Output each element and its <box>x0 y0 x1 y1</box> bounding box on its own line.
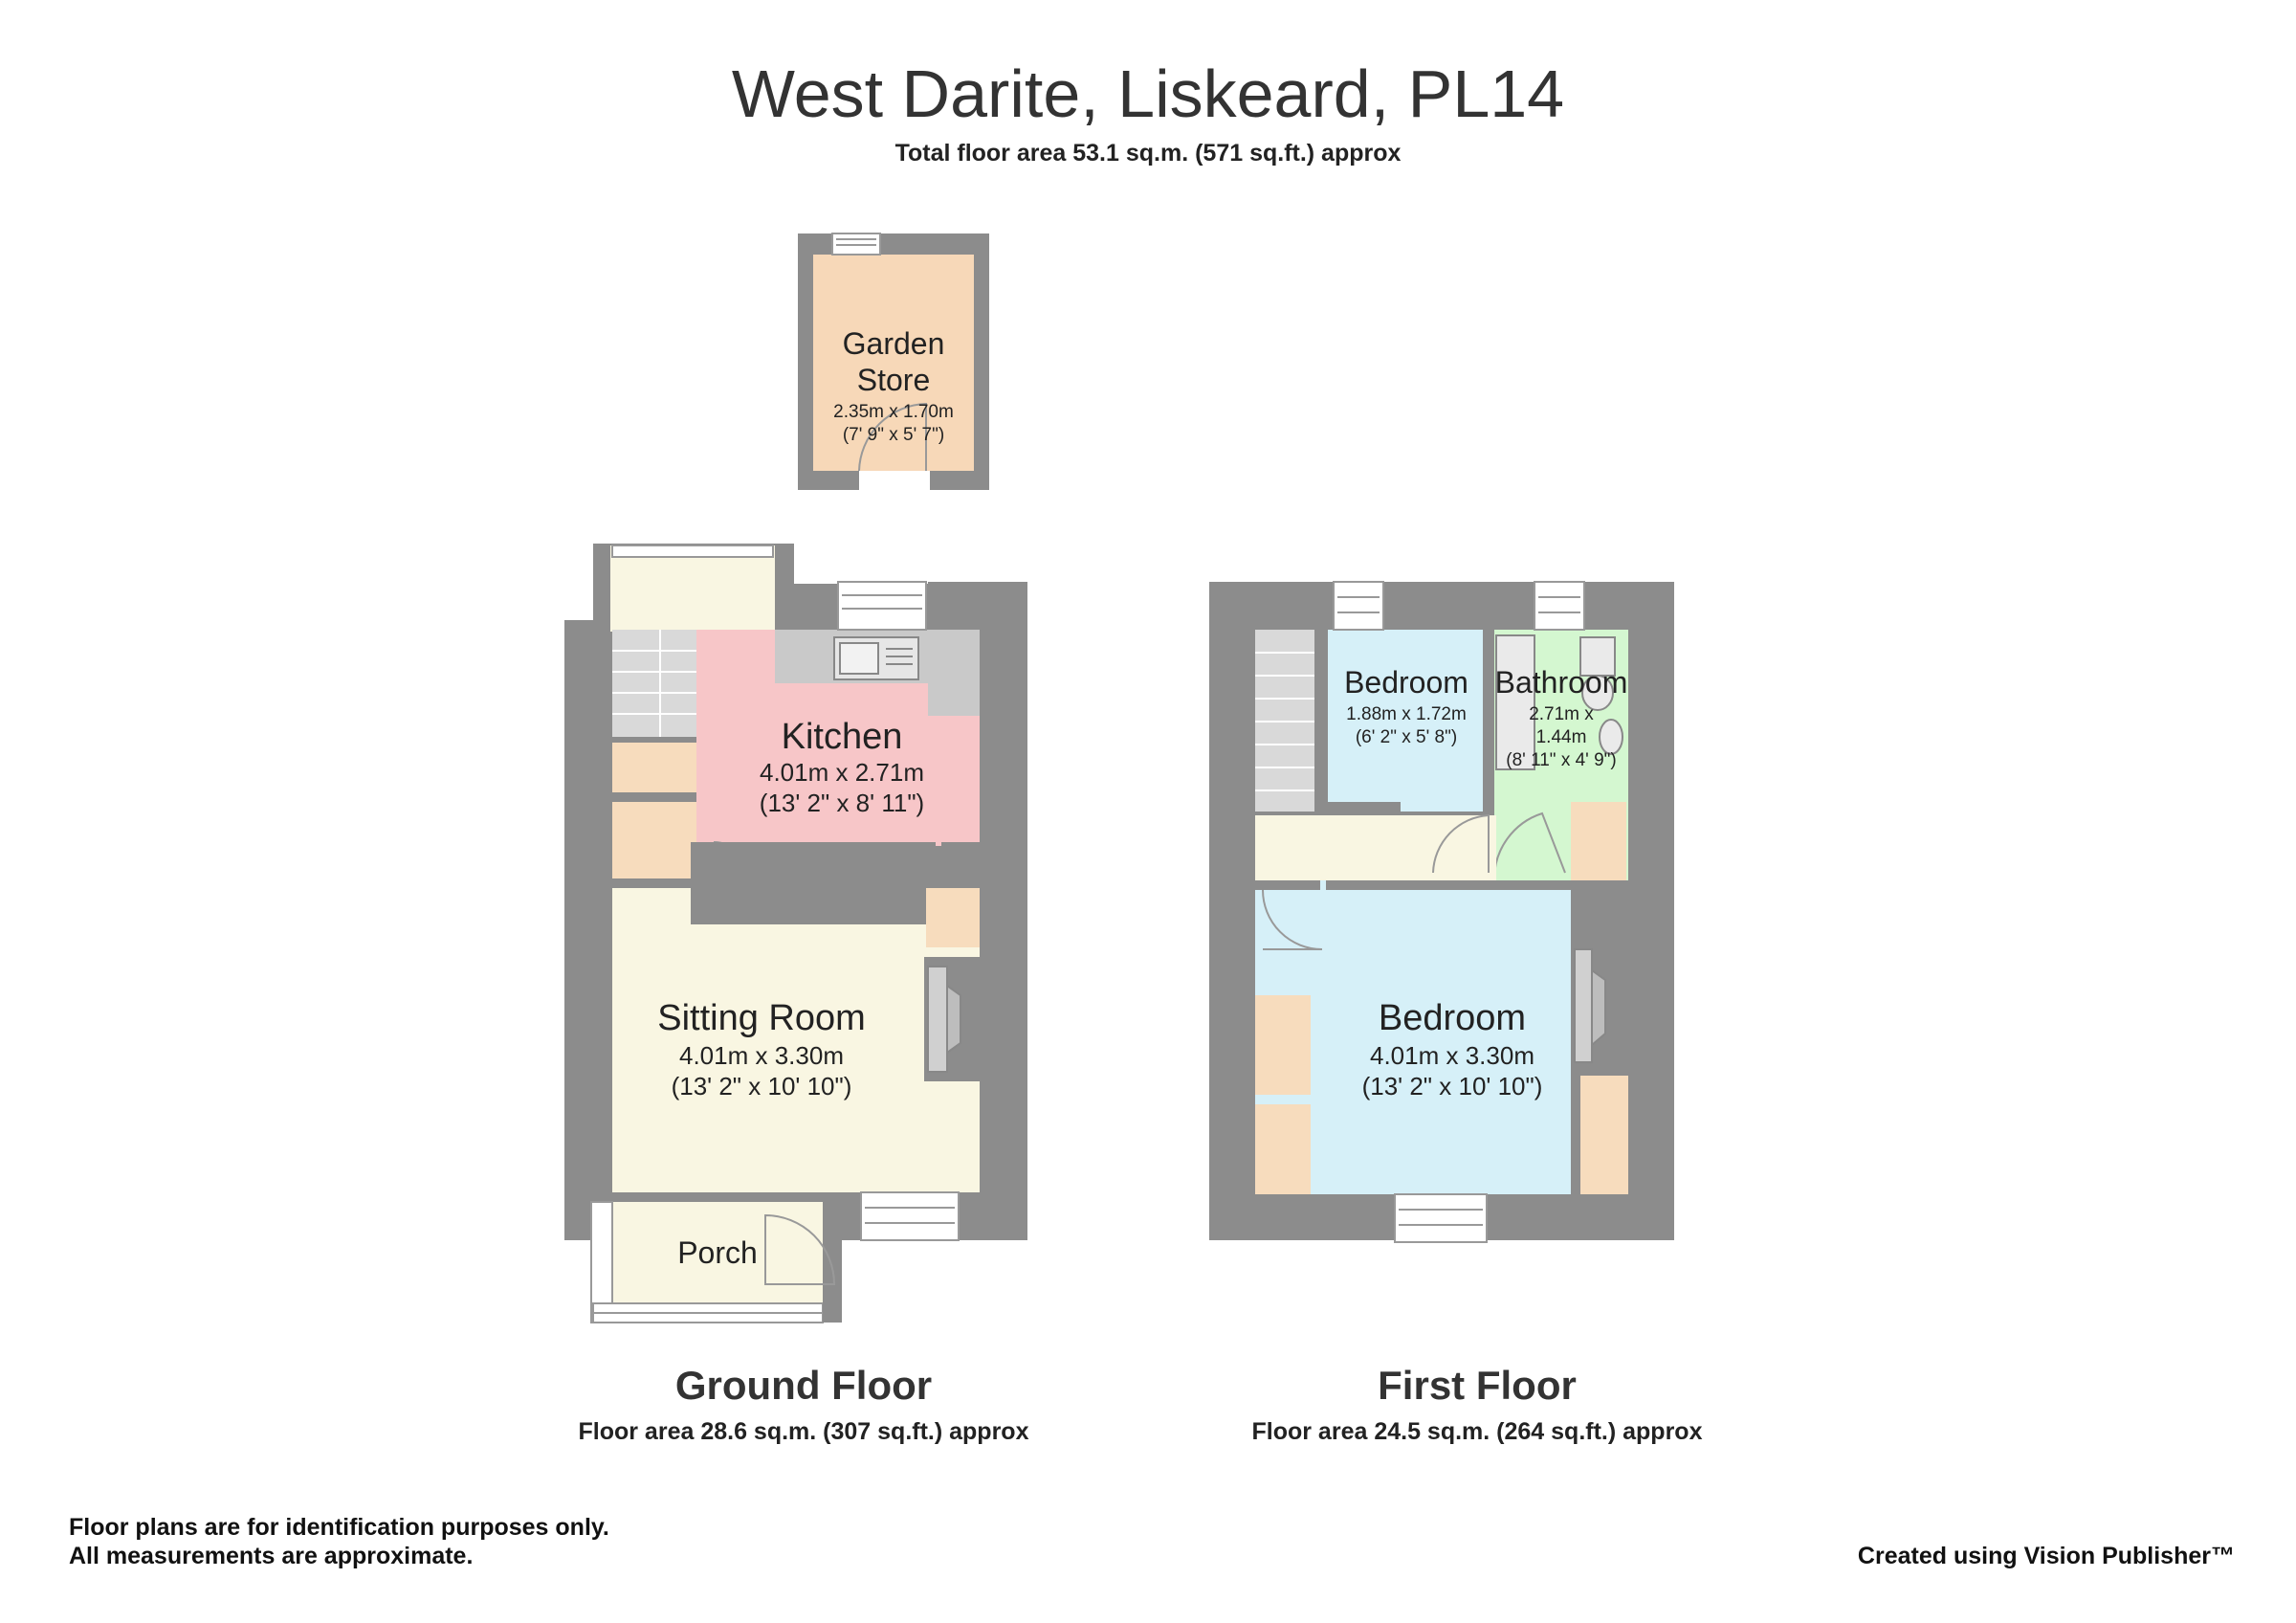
toilet <box>1579 636 1616 677</box>
bath <box>1495 634 1535 770</box>
plan-title: West Darite, Liskeard, PL14 <box>731 56 1565 131</box>
garden-store-floor <box>813 255 974 471</box>
garden-store-dim-m: 2.35m x 1.70m <box>833 402 954 422</box>
kitchen-dim-m: 4.01m x 2.71m <box>760 758 924 787</box>
wardrobe <box>1255 995 1311 1095</box>
porch-door-swing <box>764 1213 836 1285</box>
small-bedroom-window <box>1333 581 1384 631</box>
first-floor-plan: Bedroom 1.88m x 1.72m (6' 2" x 5' 8") Ba… <box>1209 581 1674 1243</box>
ground-stairs <box>612 630 696 737</box>
main-bedroom-dim-m: 4.01m x 3.30m <box>1370 1041 1534 1070</box>
bathroom-name: Bathroom <box>1495 665 1628 700</box>
small-bedroom-dim-m: 1.88m x 1.72m <box>1346 704 1467 724</box>
garden-store-door-opening <box>859 471 930 490</box>
main-bedroom-dim-ft: (13' 2" x 10' 10") <box>1362 1072 1543 1101</box>
small-bedroom-dim-ft: (6' 2" x 5' 8") <box>1356 727 1457 747</box>
cupboard <box>612 743 696 792</box>
bathroom-dim-m-1: 2.71m x <box>1529 704 1594 724</box>
sitting-room-dim-ft: (13' 2" x 10' 10") <box>672 1072 852 1101</box>
garden-store: Garden Store 2.35m x 1.70m (7' 9" x 5' 7… <box>798 233 989 490</box>
sitting-room-window <box>860 1191 960 1241</box>
small-bedroom-floor <box>1328 630 1483 812</box>
porch-name: Porch <box>677 1235 758 1270</box>
garden-store-dim-ft: (7' 9" x 5' 7") <box>843 425 944 445</box>
ground-floor-title: Ground Floor <box>674 1363 933 1408</box>
kitchen-window <box>837 581 927 631</box>
first-floor-title: First Floor <box>1378 1363 1577 1408</box>
rear-lobby-floor <box>610 545 775 632</box>
disclaimer-line-2: All measurements are approximate. <box>69 1543 474 1569</box>
cupboard <box>612 802 696 878</box>
total-floor-area: Total floor area 53.1 sq.m. (571 sq.ft.)… <box>894 140 1402 167</box>
garden-store-name-1: Garden <box>843 326 945 361</box>
kitchen-dim-ft: (13' 2" x 8' 11") <box>760 789 924 817</box>
bathroom-window <box>1534 581 1585 631</box>
credit: Created using Vision Publisher™ <box>1857 1543 2235 1569</box>
bathroom-dim-m-2: 1.44m <box>1536 727 1587 747</box>
basin <box>1599 719 1623 755</box>
main-bedroom-name: Bedroom <box>1379 998 1526 1038</box>
wardrobe <box>1255 1104 1311 1194</box>
garden-store-name-2: Store <box>857 363 930 397</box>
ground-floor-area: Floor area 28.6 sq.m. (307 sq.ft.) appro… <box>578 1418 1029 1445</box>
ground-floor-plan: Kitchen 4.01m x 2.71m (13' 2" x 8' 11") … <box>564 544 1027 1323</box>
cupboard <box>1571 802 1626 882</box>
garden-store-door-swing <box>858 402 927 472</box>
sitting-room-name: Sitting Room <box>657 998 866 1038</box>
disclaimer-line-1: Floor plans are for identification purpo… <box>69 1514 609 1541</box>
kitchen-name: Kitchen <box>782 717 903 757</box>
small-bedroom-name: Bedroom <box>1344 665 1468 700</box>
bathroom-dim-ft: (8' 11" x 4' 9") <box>1506 750 1616 770</box>
landing-floor <box>1255 815 1496 880</box>
sitting-room-floor <box>612 888 980 1192</box>
first-floor-area: Floor area 24.5 sq.m. (264 sq.ft.) appro… <box>1251 1418 1703 1445</box>
main-bedroom-window <box>1394 1193 1488 1243</box>
sitting-room-dim-m: 4.01m x 3.30m <box>679 1041 844 1070</box>
wardrobe <box>1580 1076 1628 1194</box>
